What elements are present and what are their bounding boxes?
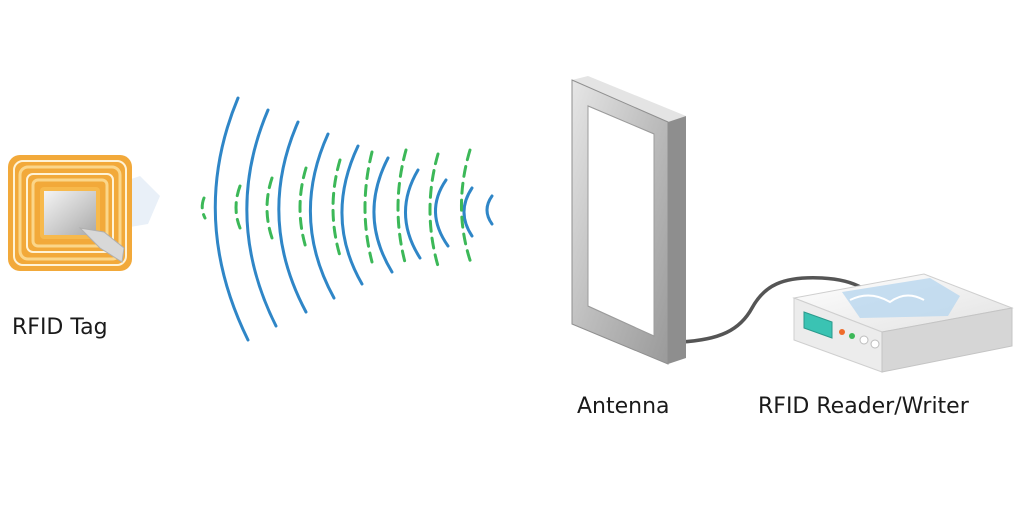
rfid-reader-label: RFID Reader/Writer xyxy=(758,394,969,419)
rfid-tag-icon xyxy=(8,155,160,271)
signal-waves-outgoing xyxy=(213,96,494,342)
cable xyxy=(678,276,864,344)
antenna-label: Antenna xyxy=(577,394,670,419)
antenna-icon xyxy=(571,76,686,365)
rfid-reader-icon xyxy=(792,273,1014,373)
signal-waves-return xyxy=(200,148,474,268)
rfid-tag-label: RFID Tag xyxy=(12,315,108,340)
